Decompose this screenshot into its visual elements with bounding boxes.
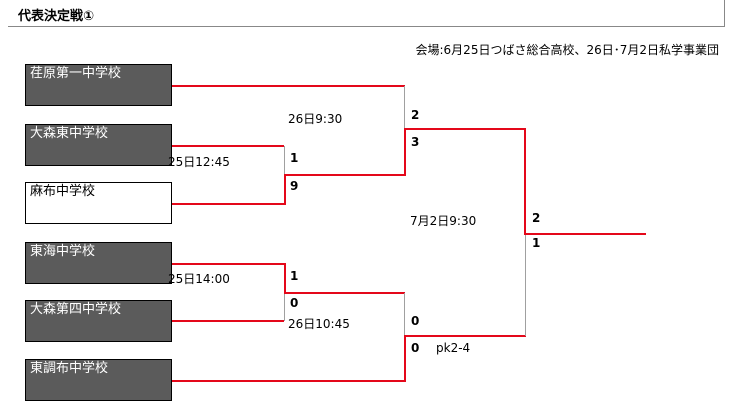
bracket-line	[284, 294, 285, 321]
bracket-line	[172, 85, 405, 87]
bracket-line	[172, 263, 285, 265]
bracket-line	[524, 128, 526, 235]
pk-note: pk2-4	[436, 341, 471, 355]
bracket-line	[404, 128, 406, 176]
match-time: 25日14:00	[168, 272, 230, 286]
score: 0	[411, 314, 420, 328]
bracket-line	[172, 380, 406, 382]
bracket-line	[524, 233, 646, 235]
bracket-line	[284, 174, 286, 205]
team-box-5: 大森第四中学校	[25, 300, 172, 342]
team-box-3: 麻布中学校	[25, 182, 172, 224]
bracket-line	[172, 145, 284, 147]
team-box-1: 荏原第一中学校	[25, 64, 172, 106]
score: 0	[290, 296, 299, 310]
bracket-line	[172, 203, 285, 205]
title-divider	[8, 26, 724, 27]
match-time: 26日9:30	[288, 112, 343, 126]
score: 9	[290, 179, 299, 193]
match-time: 25日12:45	[168, 155, 230, 169]
score: 0	[411, 341, 420, 355]
bracket-line	[404, 86, 405, 129]
score: 3	[411, 135, 420, 149]
bracket-line	[404, 335, 406, 382]
score: 1	[290, 269, 299, 283]
bracket-line	[284, 292, 405, 294]
bracket-line	[172, 320, 284, 322]
score: 1	[532, 236, 541, 250]
venue-info: 会場:6月25日つばさ総合高校、26日･7月2日私学事業団	[415, 43, 720, 57]
match-time: 7月2日9:30	[410, 214, 477, 228]
page-title: 代表決定戦①	[18, 9, 95, 24]
score: 2	[532, 211, 541, 225]
bracket-line	[404, 335, 526, 337]
score: 2	[411, 108, 420, 122]
match-time: 26日10:45	[288, 317, 350, 331]
bracket-line	[284, 146, 285, 175]
bracket-line	[284, 174, 406, 176]
bracket-line	[284, 263, 286, 294]
title-divider-side	[724, 0, 725, 27]
team-box-4: 東海中学校	[25, 242, 172, 284]
bracket-line	[404, 293, 405, 336]
team-box-6: 東調布中学校	[25, 359, 172, 401]
team-box-2: 大森東中学校	[25, 124, 172, 166]
bracket-line	[525, 235, 526, 336]
bracket-line	[404, 128, 526, 130]
score: 1	[290, 151, 299, 165]
